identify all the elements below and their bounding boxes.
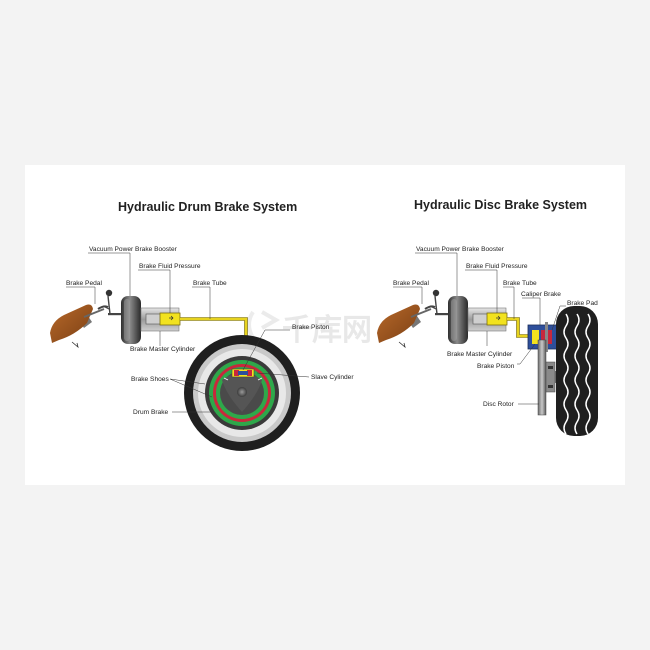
drum-pushrod: [108, 313, 124, 316]
disc-label-brake-piston: Brake Piston: [477, 363, 515, 370]
disc-title: Hydraulic Disc Brake System: [414, 198, 587, 212]
disc-label-vacuum-booster: Vacuum Power Brake Booster: [416, 246, 505, 253]
disc-label-brake-pad: Brake Pad: [567, 300, 598, 307]
disc-vacuum-booster-icon: [448, 296, 468, 344]
drum-master-cylinder-icon: [140, 307, 181, 332]
watermark-logo-icon: [247, 310, 281, 339]
disc-brake-pedal-icon: [377, 289, 440, 349]
drum-leader-fluid: [138, 269, 171, 313]
drum-label-vacuum-booster: Vacuum Power Brake Booster: [89, 246, 178, 253]
disc-system: Vacuum Power Brake Booster Brake Fluid P…: [377, 246, 598, 436]
drum-leader-shoes: [169, 378, 213, 398]
disc-label-caliper-brake: Caliper Brake: [521, 291, 561, 298]
disc-leader-piston: [517, 343, 536, 365]
drum-vacuum-booster-icon: [121, 296, 141, 344]
disc-leader-caliper: [522, 297, 541, 325]
disc-label-fluid-pressure: Brake Fluid Pressure: [466, 263, 528, 270]
drum-leader-tube: [192, 286, 211, 319]
drum-leader-slave: [256, 372, 310, 378]
drum-brake-pedal-icon: [50, 289, 113, 349]
drum-label-brake-piston: Brake Piston: [292, 324, 330, 331]
drum-leader-booster: [88, 252, 131, 296]
drum-label-brake-pedal: Brake Pedal: [66, 280, 102, 287]
drum-label-drum-brake: Drum Brake: [133, 409, 169, 416]
disc-leader-booster: [415, 252, 458, 296]
drum-label-slave-cylinder: Slave Cylinder: [311, 374, 354, 381]
disc-leader-pad: [551, 305, 566, 331]
disc-leader-tube: [503, 286, 515, 319]
drum-label-brake-tube: Brake Tube: [193, 280, 227, 287]
brake-pad-left-icon: [541, 330, 545, 344]
disc-leader-fluid: [465, 269, 498, 313]
disc-label-brake-tube: Brake Tube: [503, 280, 537, 287]
drum-label-fluid-pressure: Brake Fluid Pressure: [139, 263, 201, 270]
drum-title: Hydraulic Drum Brake System: [118, 200, 297, 214]
drum-leader-piston: [242, 329, 290, 371]
watermark: 千库网: [247, 310, 372, 347]
disc-master-cylinder-icon: [467, 307, 508, 332]
disc-pushrod: [435, 313, 451, 316]
disc-label-master-cylinder: Brake Master Cylinder: [447, 351, 513, 358]
disc-leader-pedal: [393, 286, 423, 304]
drum-label-master-cylinder: Brake Master Cylinder: [130, 346, 196, 353]
watermark-text: 千库网: [282, 314, 372, 347]
disc-label-disc-rotor: Disc Rotor: [483, 401, 515, 408]
drum-wheel-icon: [184, 335, 300, 451]
drum-system: Vacuum Power Brake Booster Brake Fluid P…: [50, 246, 354, 451]
disc-label-brake-pedal: Brake Pedal: [393, 280, 429, 287]
drum-label-brake-shoes: Brake Shoes: [131, 376, 169, 383]
drum-leader-pedal: [66, 286, 96, 304]
disc-tire-icon: [556, 306, 598, 436]
brake-pad-right-icon: [548, 330, 552, 344]
disc-brake-tube: [507, 317, 530, 338]
